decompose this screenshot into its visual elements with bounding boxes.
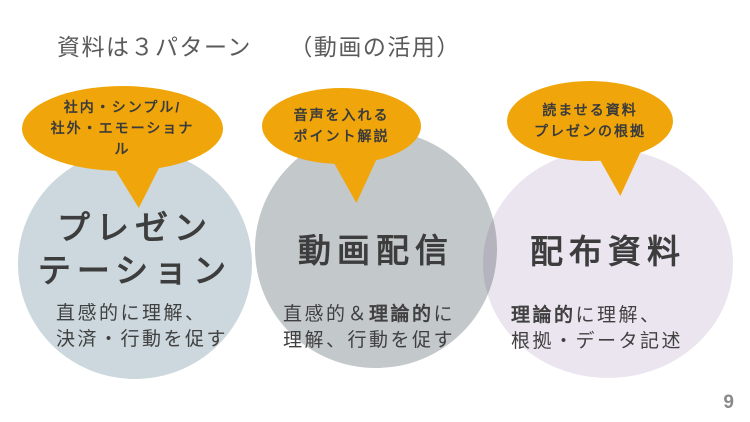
- desc-text: に理解、 根拠・データ記述: [511, 305, 684, 352]
- circle-handout: 配布資料 理論的に理解、 根拠・データ記述: [483, 149, 733, 378]
- circle-presentation-description: 直感的に理解、 決済・行動を促す: [56, 301, 228, 352]
- desc-text-bold: 理論的: [511, 305, 576, 326]
- callout-text: 音声を入れる ポイント解説: [293, 107, 390, 144]
- callout-bubble-presentation: 社内・シンプル/ 社外・エモーショナ ル: [22, 86, 223, 208]
- callout-bubble-video: 音声を入れる ポイント解説: [262, 88, 421, 203]
- circle-handout-name: 配布資料: [530, 233, 686, 270]
- circle-presentation-name: プレゼン テーション: [37, 209, 233, 289]
- desc-text: 直感的に理解、 決済・行動を促す: [56, 303, 229, 350]
- callout-text: 読ませる資料 プレゼンの根拠: [534, 102, 646, 139]
- page-number: 9: [723, 392, 734, 413]
- desc-text: 直感的＆: [283, 304, 370, 325]
- desc-text: に 理解、行動を促す: [283, 304, 456, 351]
- circle-video-description: 直感的＆理論的に 理解、行動を促す: [283, 302, 455, 353]
- desc-text-bold: 理論的: [369, 304, 434, 325]
- circle-video: 動画配信 直感的＆理論的に 理解、行動を促す: [255, 130, 497, 368]
- callout-bubble-handout: 読ませる資料 プレゼンの根拠: [507, 81, 673, 196]
- circle-handout-description: 理論的に理解、 根拠・データ記述: [511, 303, 683, 354]
- callout-text: 社内・シンプル/ 社外・エモーショナ ル: [50, 99, 195, 157]
- circle-video-name: 動画配信: [298, 232, 454, 269]
- slide-title: 資料は３パターン （動画の活用）: [57, 34, 461, 60]
